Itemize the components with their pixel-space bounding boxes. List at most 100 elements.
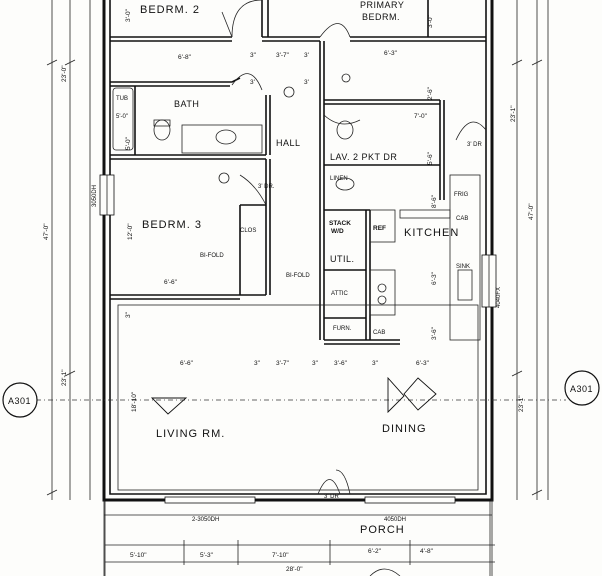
- dimension-label: 6'-6": [164, 279, 178, 286]
- dimension-label: 3'-6": [431, 326, 438, 340]
- dimension-label: 6'-2": [368, 548, 382, 555]
- dimension-label: 3': [304, 52, 309, 59]
- dimension-label: 6'-3": [431, 271, 438, 285]
- bath-sink: [215, 129, 237, 145]
- dimension-label: 3": [312, 360, 319, 367]
- interior-walls: [110, 0, 486, 491]
- porch: [103, 500, 493, 576]
- room-label-bedroom3: BEDRM. 3: [142, 219, 202, 231]
- dimension-label: 5'-3": [200, 552, 214, 559]
- dimension-label: 3'-0": [427, 14, 434, 28]
- exterior-walls: [102, 0, 494, 502]
- dimension-label: 12'-0": [127, 223, 134, 240]
- room-label-porch: PORCH: [360, 524, 405, 536]
- section-marker-right: [564, 370, 600, 406]
- section-label-left: A301: [8, 396, 31, 406]
- section-label-right: A301: [570, 384, 593, 394]
- dimension-label: 47'-0": [528, 203, 535, 220]
- dimension-label: 18'-10": [131, 391, 138, 412]
- room-label-primary-line2: BEDRM.: [362, 12, 400, 22]
- section-marker-left: [2, 382, 38, 418]
- cab2-label: CAB: [373, 330, 385, 336]
- section-marker-labels: A301 A301: [8, 384, 593, 406]
- dimension-text: 6'-8" 6'-3" 3" 3'-7" 3' 7'-0" 6'-6" 6'-6…: [43, 8, 535, 573]
- kitchen-sink: [457, 269, 473, 301]
- dimension-label: 6'-3": [416, 360, 430, 367]
- room-labels: BEDRM. 2 PRIMARY BEDRM. BATH HALL LAV. 2…: [140, 0, 459, 536]
- tub-label: TUB: [116, 96, 128, 102]
- door-label-porch: 3' DR: [324, 494, 339, 500]
- dimension-label: 3": [372, 360, 379, 367]
- linen-label: LINEN: [330, 176, 348, 182]
- dimension-label: 5'-10": [130, 552, 147, 559]
- window-tag-left: 3050DH: [92, 185, 98, 207]
- dimension-label: 28'-0": [286, 566, 303, 573]
- lav-sink: [335, 177, 355, 191]
- room-label-bath: BATH: [174, 99, 199, 109]
- ref-label: REF: [373, 225, 386, 232]
- dimension-label: 4'-8": [420, 548, 434, 555]
- dimension-label: 23'-1": [518, 395, 525, 412]
- door-label-kitchen: 3' DR: [467, 142, 482, 148]
- door-label-bedroom3: 3' DR.: [258, 184, 275, 190]
- element-tags: TUB 5'-0" LINEN STACK W/D REF FRIG CAB F…: [116, 96, 482, 500]
- attic-label: ATTIC: [331, 291, 349, 297]
- dimension-label: 3': [304, 79, 309, 86]
- dimension-label: 3": [125, 311, 132, 318]
- section-cut-line: [2, 370, 600, 418]
- dimension-label: 2'-6": [427, 86, 434, 100]
- door-swings: [221, 0, 487, 495]
- lav-toilet: [336, 120, 354, 140]
- dimension-label: 23'-0": [61, 65, 68, 82]
- cab-label: CAB: [456, 216, 468, 222]
- dimension-label: 6'-8": [178, 54, 192, 61]
- dimension-label: 8'-6": [431, 194, 438, 208]
- room-label-lav: LAV. 2 PKT DR: [330, 152, 397, 162]
- bifold-label-2: BI-FOLD: [286, 273, 310, 279]
- clos-label: CLOS: [240, 228, 256, 234]
- dimension-label: 7'-10": [272, 552, 289, 559]
- frig-label: FRIG: [454, 192, 469, 198]
- smoke-detector-icon: [283, 86, 295, 98]
- room-label-living: LIVING RM.: [156, 428, 225, 440]
- window-tag-porch-left: 2-3050DH: [192, 517, 219, 523]
- stack-label-line2: W/D: [331, 228, 344, 235]
- bifold-label-1: BI-FOLD: [200, 253, 224, 259]
- dimension-label: 6'-6": [180, 360, 194, 367]
- dimension-label: 47'-0": [43, 223, 50, 240]
- dimension-label: 3'-0": [125, 8, 132, 22]
- room-label-primary-line1: PRIMARY: [360, 0, 404, 10]
- dimension-label: 3": [254, 360, 261, 367]
- room-label-util: UTIL.: [330, 254, 355, 264]
- room-label-bedroom2: BEDRM. 2: [140, 4, 200, 16]
- dimension-label: 5'-6": [427, 151, 434, 165]
- bathtub: [112, 87, 134, 151]
- toilet: [153, 119, 171, 141]
- ceiling-fan-icon: [403, 377, 437, 411]
- plumbing-fixtures: [112, 73, 473, 305]
- furn-label: FURN.: [333, 326, 352, 332]
- window-tag-right: 4040FX: [496, 287, 502, 308]
- dimension-label: 3': [250, 79, 255, 86]
- ceiling-fan-icon: [150, 397, 188, 415]
- dimension-label: 23'-1": [510, 105, 517, 122]
- dimension-label: 7'-0": [414, 113, 428, 120]
- outer-dimension-lines: [46, 0, 549, 576]
- windows: [99, 174, 497, 504]
- dimension-label: 5'-0": [125, 136, 132, 150]
- window-tag-porch-right: 4050DH: [384, 517, 406, 523]
- smoke-detector-icon: [218, 172, 230, 184]
- room-label-hall: HALL: [276, 138, 301, 148]
- room-label-kitchen: KITCHEN: [404, 227, 459, 239]
- stack-label-line1: STACK: [329, 220, 351, 227]
- dimension-label: 3": [250, 52, 257, 59]
- window-tags: 3050DH 2-3050DH 4050DH 4040FX: [92, 185, 502, 523]
- dimension-label: 6'-3": [384, 50, 398, 57]
- room-label-dining: DINING: [382, 423, 427, 435]
- sink-label: SINK: [456, 264, 470, 270]
- dimension-label: 23'-1": [61, 369, 68, 386]
- dimension-label: 3'-7": [276, 360, 290, 367]
- dimension-label: 3'-6": [334, 360, 348, 367]
